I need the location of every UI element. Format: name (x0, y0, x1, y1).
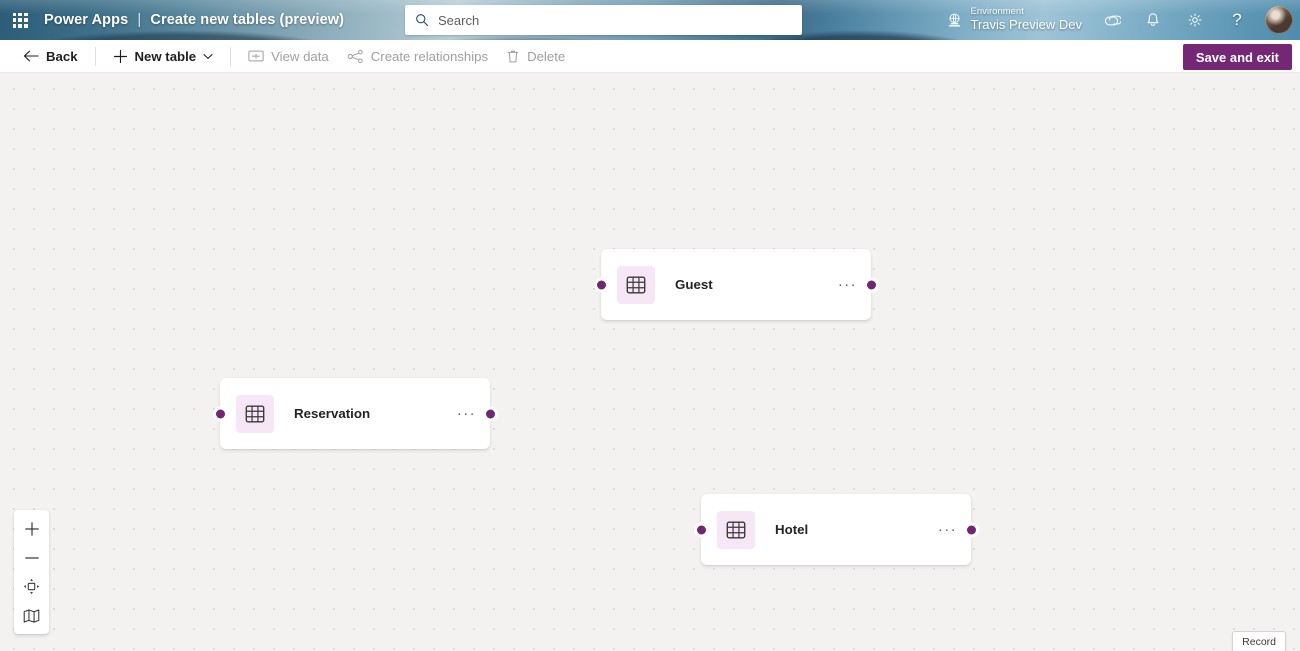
plus-icon (24, 521, 39, 536)
fit-to-view-icon (23, 578, 40, 595)
table-name: Reservation (294, 406, 371, 421)
table-node-hotel[interactable]: Hotel ··· (696, 494, 976, 565)
global-search[interactable] (405, 5, 802, 35)
minimap-button[interactable] (14, 601, 49, 630)
waffle-icon (12, 12, 28, 28)
connector-port-right[interactable] (485, 409, 495, 418)
table-grid-icon (717, 510, 755, 549)
app-launcher-waffle-icon[interactable] (0, 0, 40, 40)
connector-port-right[interactable] (966, 525, 976, 534)
settings-gear-icon[interactable] (1174, 0, 1216, 40)
table-more-menu-button[interactable]: ··· (456, 405, 476, 422)
table-more-menu-button[interactable]: ··· (837, 276, 857, 293)
connector-port-left[interactable] (215, 409, 225, 418)
page-title: Create new tables (preview) (150, 12, 345, 28)
zoom-in-button[interactable] (14, 514, 49, 543)
copilot-icon[interactable] (1090, 0, 1132, 40)
environment-label: Environment (970, 6, 1024, 18)
view-data-icon (248, 49, 264, 63)
search-input[interactable] (438, 12, 792, 28)
table-name: Hotel (775, 522, 809, 537)
arrow-left-icon (23, 49, 39, 63)
app-header: Power Apps | Create new tables (preview) (0, 0, 1300, 40)
user-avatar[interactable] (1258, 0, 1300, 40)
connector-port-left[interactable] (596, 280, 606, 289)
search-icon (416, 14, 429, 27)
search-box[interactable] (405, 5, 802, 35)
relationships-icon (347, 49, 364, 64)
environment-text: Environment Travis Preview Dev (971, 7, 1082, 32)
delete-label: Delete (527, 48, 566, 64)
command-separator-2 (230, 46, 232, 66)
table-more-menu-button[interactable]: ··· (937, 521, 957, 538)
command-bar: Back New table View data (0, 40, 1300, 73)
back-button[interactable]: Back (14, 40, 87, 72)
new-table-label: New table (134, 48, 197, 64)
view-data-button[interactable]: View data (239, 40, 338, 72)
view-data-label: View data (271, 48, 329, 64)
back-label: Back (46, 48, 78, 64)
map-icon (23, 608, 40, 623)
create-relationships-label: Create relationships (370, 48, 489, 64)
notifications-bell-icon[interactable] (1132, 0, 1174, 40)
environment-name: Travis Preview Dev (970, 17, 1082, 33)
avatar-image (1265, 6, 1293, 34)
brand-separator: | (137, 12, 142, 28)
environment-picker[interactable]: Environment Travis Preview Dev (940, 0, 1090, 40)
record-chip[interactable]: Record (1232, 631, 1286, 651)
table-node-reservation[interactable]: Reservation ··· (215, 378, 495, 449)
canvas-zoom-controls (14, 510, 49, 634)
connector-port-right[interactable] (866, 280, 876, 289)
help-question-icon[interactable]: ? (1232, 10, 1242, 29)
trash-icon (506, 49, 520, 64)
fit-to-view-button[interactable] (14, 572, 49, 601)
chevron-down-icon (203, 53, 213, 60)
plus-icon (113, 49, 128, 64)
table-node-guest[interactable]: Guest ··· (596, 249, 876, 320)
command-separator-1 (94, 46, 96, 66)
delete-button[interactable]: Delete (497, 40, 574, 72)
minus-icon (24, 556, 39, 559)
brand-title[interactable]: Power Apps | Create new tables (preview) (44, 12, 344, 28)
environment-icon (946, 12, 963, 29)
create-relationships-button[interactable]: Create relationships (338, 40, 497, 72)
brand-name: Power Apps (44, 12, 129, 28)
connector-port-left[interactable] (696, 525, 706, 534)
zoom-out-button[interactable] (14, 543, 49, 572)
table-name: Guest (675, 277, 713, 292)
table-designer-canvas[interactable]: Guest ··· Reservation ··· Hotel ··· (0, 73, 1300, 651)
header-right-tools: Environment Travis Preview Dev ? (940, 0, 1300, 40)
table-grid-icon (617, 265, 655, 304)
save-and-exit-button[interactable]: Save and exit (1182, 44, 1292, 70)
new-table-button[interactable]: New table (104, 40, 223, 72)
table-grid-icon (236, 394, 274, 433)
